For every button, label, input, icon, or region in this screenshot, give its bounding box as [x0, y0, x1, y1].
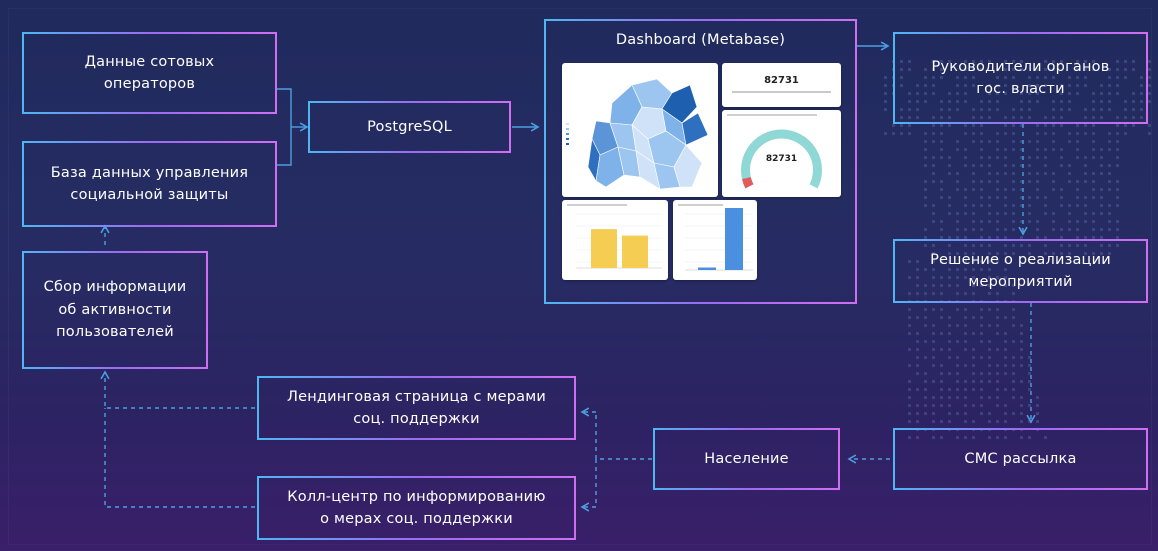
- node-cell-operators-label: Данные сотовых операторов: [84, 53, 215, 92]
- counter-caption-line: [732, 91, 831, 93]
- gauge-value-arc: [742, 176, 754, 189]
- node-callcenter-label: Колл-центр по информированию о мерах соц…: [287, 488, 546, 527]
- gauge-chart: [741, 129, 822, 189]
- node-decision: Решение о реализации мероприятий: [893, 239, 1148, 303]
- map-region: [595, 146, 625, 188]
- column-chart-card: [673, 200, 757, 280]
- node-callcenter: Колл-центр по информированию о мерах соц…: [257, 476, 576, 540]
- dashboard-title: Dashboard (Metabase): [615, 32, 786, 48]
- node-sms: СМС рассылка: [893, 428, 1148, 490]
- node-landing-label: Лендинговая страница с мерами соц. подде…: [287, 388, 546, 427]
- gauge-card-title-line: [727, 114, 817, 116]
- counter-value: 82731: [764, 75, 799, 86]
- node-activity: Сбор информации об активности пользовате…: [22, 251, 208, 369]
- node-sms-label: СМС рассылка: [964, 450, 1077, 467]
- canvas-frame: [8, 8, 1152, 545]
- edge-split-callcenter: [580, 459, 597, 512]
- bar-chart-card: [562, 200, 668, 280]
- bar-chart-bar-1: [591, 229, 617, 268]
- node-decision-label: Решение о реализации мероприятий: [930, 251, 1111, 290]
- bar-chart: [567, 204, 662, 269]
- node-population: Население: [653, 428, 840, 490]
- node-landing: Лендинговая страница с мерами соц. подде…: [257, 376, 576, 440]
- node-leaders: Руководители органов гос. власти: [893, 32, 1148, 124]
- map-region: [673, 144, 703, 188]
- node-postgres-label: PostgreSQL: [367, 118, 452, 135]
- edge-population-split: [595, 412, 652, 460]
- map-legend: [566, 123, 569, 145]
- column-chart: [678, 204, 753, 271]
- gauge-card: 82731: [722, 110, 841, 197]
- column-chart-title-line: [678, 204, 723, 206]
- bar-chart-gridlines: [576, 213, 662, 263]
- edge-socialdb-postgres: [277, 127, 292, 166]
- edge-landing-activity: [100, 370, 255, 409]
- node-social-db-label: База данных управления социальной защиты: [50, 164, 249, 203]
- edge-operators-postgres: [277, 88, 292, 127]
- node-population-label: Население: [704, 450, 789, 467]
- node-leaders-label: Руководители органов гос. власти: [931, 58, 1110, 97]
- map-region: [681, 112, 709, 146]
- node-social-db: База данных управления социальной защиты: [22, 141, 277, 227]
- counter-card: 82731: [722, 63, 841, 107]
- node-postgres: PostgreSQL: [308, 101, 511, 153]
- map-region: [661, 84, 698, 124]
- node-cell-operators: Данные сотовых операторов: [22, 32, 277, 114]
- bar-chart-bar-2: [622, 235, 648, 268]
- bar-chart-title-line: [567, 204, 627, 206]
- column-chart-bar-1: [698, 267, 716, 270]
- map-card: [562, 63, 718, 197]
- node-activity-label: Сбор информации об активности пользовате…: [43, 279, 187, 341]
- gauge-value: 82731: [765, 154, 798, 164]
- edge-callcenter-activity: [104, 408, 255, 508]
- gauge-arc: [741, 129, 822, 189]
- column-chart-bar-2: [725, 208, 743, 270]
- region-map: [566, 78, 709, 190]
